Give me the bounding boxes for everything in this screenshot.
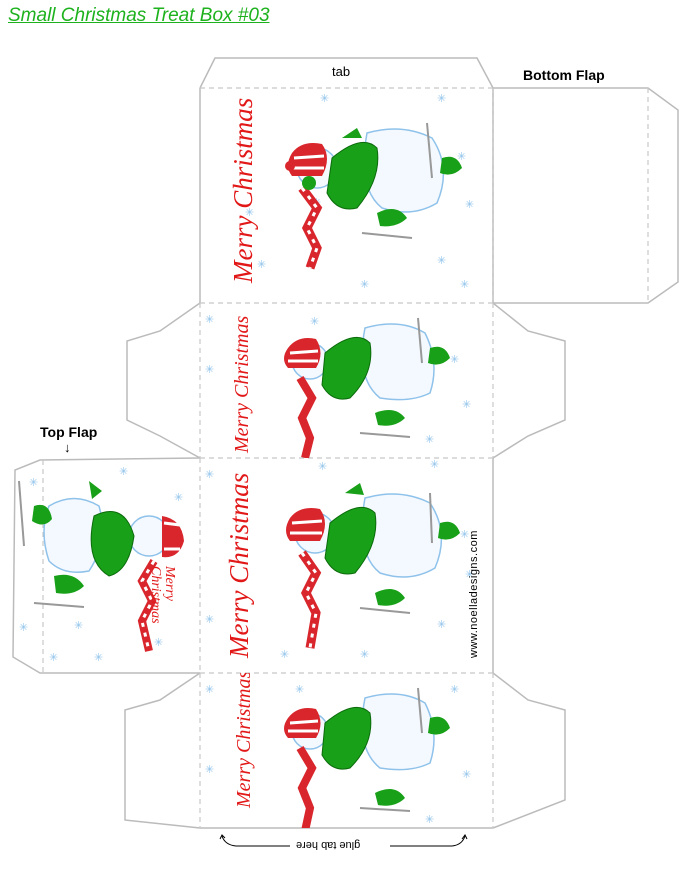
svg-text:✳: ✳: [425, 433, 434, 446]
tab-label: tab: [332, 64, 351, 79]
svg-text:✳: ✳: [205, 468, 214, 481]
greeting-text: Merry Christmas: [231, 316, 253, 454]
svg-text:✳: ✳: [257, 258, 266, 271]
arrow-down-icon: ↓: [64, 440, 71, 455]
bottom-flap-label: Bottom Flap: [523, 67, 605, 83]
greeting-text: Merry Christmas: [224, 473, 254, 659]
panel-side-2: ✳✳✳ ✳✳✳ ✳ Merry Christmas: [200, 673, 493, 828]
greeting-text: Merry Christmas: [228, 98, 258, 284]
svg-text:✳: ✳: [437, 618, 446, 631]
svg-text:✳: ✳: [119, 465, 128, 478]
svg-text:✳: ✳: [360, 648, 369, 661]
svg-text:✳: ✳: [450, 353, 459, 366]
svg-text:✳: ✳: [462, 398, 471, 411]
svg-text:✳: ✳: [205, 313, 214, 326]
svg-text:✳: ✳: [465, 568, 474, 581]
svg-text:✳: ✳: [437, 92, 446, 105]
svg-text:✳: ✳: [437, 254, 446, 267]
svg-text:✳: ✳: [19, 621, 28, 634]
panel-front-bottom: ✳✳✳ ✳✳✳ ✳✳✳ ✳ Merry Christmas www.noella…: [200, 458, 493, 673]
svg-text:✳: ✳: [318, 460, 327, 473]
website-text: www.noelladesigns.com: [468, 530, 480, 658]
svg-text:✳: ✳: [205, 683, 214, 696]
svg-text:✳: ✳: [320, 92, 329, 105]
svg-text:✳: ✳: [29, 476, 38, 489]
svg-text:✳: ✳: [425, 813, 434, 826]
svg-text:✳: ✳: [310, 315, 319, 328]
glue-tab-note: glue tab here: [296, 839, 361, 851]
snowman-skater-icon: [284, 317, 450, 458]
snowman-skater-icon: [285, 122, 462, 270]
svg-text:✳: ✳: [205, 613, 214, 626]
svg-text:✳: ✳: [94, 651, 103, 664]
svg-text:✳: ✳: [450, 683, 459, 696]
snowman-skater-icon: [284, 687, 450, 828]
svg-text:✳: ✳: [49, 651, 58, 664]
svg-text:✳: ✳: [465, 198, 474, 211]
panel-front-top: ✳✳✳ ✳✳✳ ✳✳✳ ✳ Merry Christmas: [200, 88, 493, 303]
page-title[interactable]: Small Christmas Treat Box #03: [8, 5, 270, 26]
svg-text:✳: ✳: [154, 636, 163, 649]
svg-text:✳: ✳: [462, 768, 471, 781]
svg-text:✳: ✳: [280, 648, 289, 661]
svg-text:✳: ✳: [460, 278, 469, 291]
panel-side-1: ✳✳✳ ✳✳✳ ✳ Merry Christmas: [200, 303, 493, 458]
svg-text:✳: ✳: [174, 491, 183, 504]
top-flap-label: Top Flap: [40, 424, 98, 440]
greeting-text: Merry Christmas: [233, 673, 255, 809]
svg-text:✳: ✳: [430, 458, 439, 471]
panel-top-flap: ✳✳✳ ✳✳✳ ✳✳✳ Merry Christmas: [14, 461, 199, 672]
svg-text:✳: ✳: [74, 619, 83, 632]
svg-text:✳: ✳: [245, 206, 254, 219]
svg-text:✳: ✳: [295, 683, 304, 696]
greeting-text: Merry Christmas: [148, 565, 177, 624]
snowman-skater-icon: [18, 480, 184, 652]
svg-text:Merry: Merry: [162, 565, 177, 602]
snowman-skater-icon: [286, 483, 460, 649]
svg-text:✳: ✳: [457, 150, 466, 163]
svg-text:✳: ✳: [205, 763, 214, 776]
svg-text:✳: ✳: [205, 363, 214, 376]
svg-text:✳: ✳: [360, 278, 369, 291]
svg-text:✳: ✳: [460, 528, 469, 541]
svg-text:Christmas: Christmas: [148, 566, 163, 624]
